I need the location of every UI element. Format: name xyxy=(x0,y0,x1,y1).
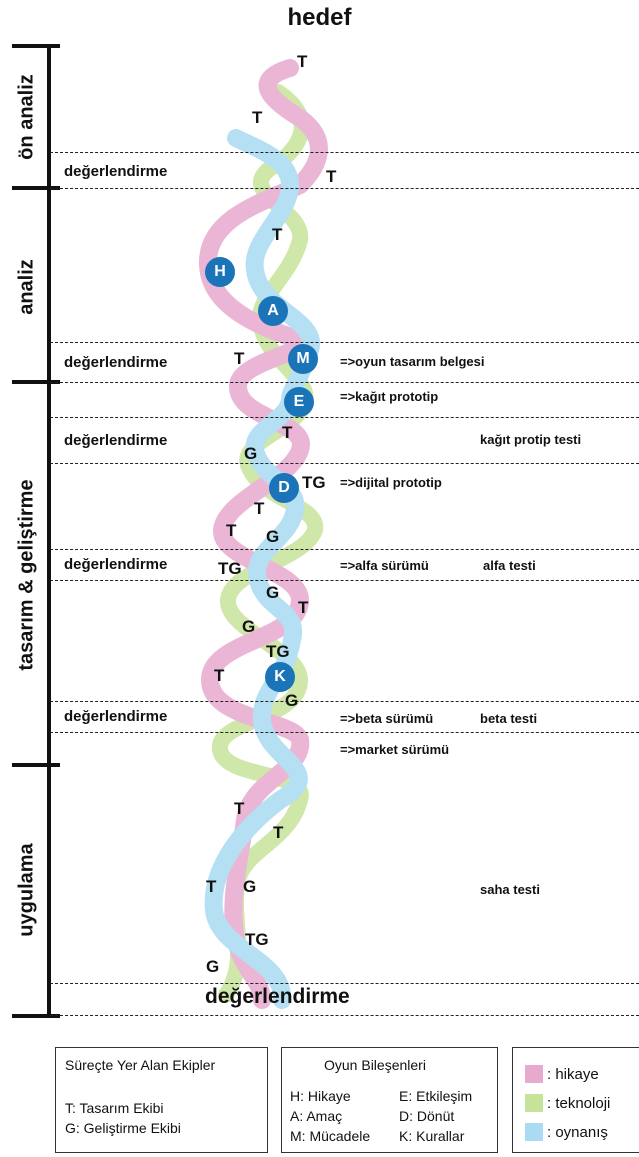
team-mark-g: G xyxy=(266,583,280,602)
legend-components-item: M: Mücadele xyxy=(290,1128,371,1144)
legend-color-item: : teknoloji xyxy=(547,1095,611,1112)
component-m-badge: M xyxy=(288,344,318,374)
team-mark-tg: TG xyxy=(218,559,242,578)
note-alpha: =>alfa sürümü xyxy=(340,558,429,573)
note-alpha-test: alfa testi xyxy=(483,558,536,573)
legend-components: Oyun Bileşenleri H: Hikaye E: Etkileşim … xyxy=(281,1047,498,1153)
legend-components-item: H: Hikaye xyxy=(290,1088,351,1104)
team-mark-g: G xyxy=(243,877,257,896)
legend-components-title: Oyun Bileşenleri xyxy=(324,1057,426,1073)
evaluation-label: değerlendirme xyxy=(64,354,168,371)
dashed-line xyxy=(50,382,639,383)
dashed-line xyxy=(50,188,639,189)
diagram-title: hedef xyxy=(287,4,352,31)
note-field-test: saha testi xyxy=(480,882,540,897)
team-mark-tg: TG xyxy=(302,473,326,492)
legend-components-item: E: Etkileşim xyxy=(399,1088,473,1104)
team-mark-g: G xyxy=(206,957,220,976)
dashed-line xyxy=(50,580,639,581)
legend-colors: : hikaye : teknoloji : oynanış xyxy=(512,1047,639,1153)
note-design-doc: =>oyun tasarım belgesi xyxy=(340,354,485,369)
legend-teams-item: G: Geliştirme Ekibi xyxy=(65,1120,181,1136)
teknoloji-swatch xyxy=(525,1094,543,1112)
phase-label-tasarim-gelistirme: tasarım & geliştirme xyxy=(15,479,38,671)
team-mark-t: T xyxy=(298,598,309,617)
team-mark-t: T xyxy=(272,225,283,244)
team-mark-t: T xyxy=(234,799,245,818)
dashed-line xyxy=(50,983,639,984)
team-mark-t: T xyxy=(226,521,237,540)
team-mark-t: T xyxy=(254,499,265,518)
legend-color-item: : hikaye xyxy=(547,1066,599,1083)
legend-components-item: D: Dönüt xyxy=(399,1108,455,1124)
team-mark-g: G xyxy=(285,691,299,710)
team-mark-t: T xyxy=(273,823,284,842)
team-mark-g: G xyxy=(266,527,280,546)
note-market: =>market sürümü xyxy=(340,742,450,757)
dashed-line xyxy=(50,1015,639,1016)
team-mark-t: T xyxy=(326,167,337,186)
team-mark-t: T xyxy=(214,666,225,685)
phase-label-uygulama: uygulama xyxy=(15,843,38,937)
legend-color-item: : oynanış xyxy=(547,1124,608,1141)
note-paper-test: kağıt protip testi xyxy=(480,432,582,447)
oynanis-swatch xyxy=(525,1123,543,1141)
oynanis-ribbon xyxy=(204,129,321,1009)
evaluation-label: değerlendirme xyxy=(64,556,168,573)
component-k-badge: K xyxy=(265,662,295,692)
dashed-line xyxy=(50,732,639,733)
hikaye-ribbon xyxy=(199,59,328,1009)
dashed-line xyxy=(50,417,639,418)
component-d-badge: D xyxy=(269,473,299,503)
dashed-line xyxy=(50,701,639,702)
evaluation-label: değerlendirme xyxy=(64,163,168,180)
hikaye-swatch xyxy=(525,1065,543,1083)
note-paper-proto: =>kağıt prototip xyxy=(340,389,439,404)
team-mark-g: G xyxy=(244,444,258,463)
team-mark-t: T xyxy=(297,52,308,71)
final-evaluation-label: değerlendirme xyxy=(205,985,350,1008)
component-a-badge: A xyxy=(258,296,288,326)
dashed-line xyxy=(50,342,639,343)
team-mark-t: T xyxy=(282,423,293,442)
evaluation-label: değerlendirme xyxy=(64,432,168,449)
teknoloji-ribbon xyxy=(211,84,324,1003)
dashed-line xyxy=(50,549,639,550)
team-mark-g: G xyxy=(242,617,256,636)
legend-teams-title: Süreçte Yer Alan Ekipler xyxy=(65,1057,216,1073)
legend-components-item: K: Kurallar xyxy=(399,1128,465,1144)
note-digital-proto: =>dijital prototip xyxy=(340,475,442,490)
team-mark-t: T xyxy=(252,108,263,127)
dashed-line xyxy=(50,152,639,153)
component-e-badge: E xyxy=(284,387,314,417)
team-mark-t: T xyxy=(234,349,245,368)
legend-components-item: A: Amaç xyxy=(290,1108,343,1124)
component-h-badge: H xyxy=(205,257,235,287)
team-mark-t: T xyxy=(206,877,217,896)
legend-teams: Süreçte Yer Alan Ekipler T: Tasarım Ekib… xyxy=(55,1047,268,1153)
note-beta: =>beta sürümü xyxy=(340,711,434,726)
team-mark-tg: TG xyxy=(266,642,290,661)
team-mark-tg: TG xyxy=(245,930,269,949)
evaluation-label: değerlendirme xyxy=(64,708,168,725)
dashed-line xyxy=(50,463,639,464)
phase-label-analiz: analiz xyxy=(15,259,38,315)
note-beta-test: beta testi xyxy=(480,711,538,726)
legend-teams-item: T: Tasarım Ekibi xyxy=(65,1100,164,1116)
